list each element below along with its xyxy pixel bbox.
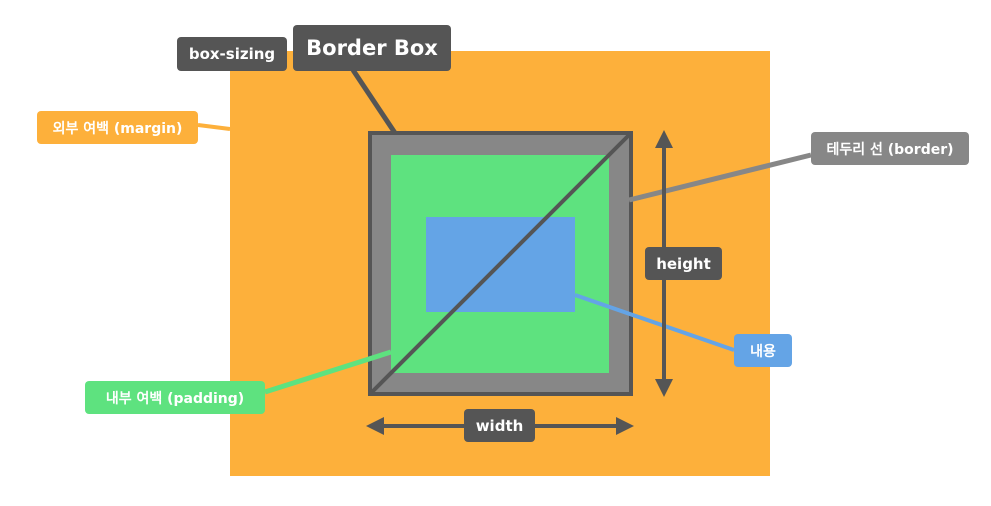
margin-connector [197, 123, 231, 131]
content-label: 내용 [734, 334, 792, 367]
height-arrow-up-icon [655, 130, 673, 148]
border-box-label: Border Box [293, 25, 451, 71]
width-label: width [464, 409, 535, 442]
box-sizing-label: box-sizing [177, 37, 287, 71]
margin-label: 외부 여백 (margin) [37, 111, 198, 144]
border-box-connector [350, 68, 398, 135]
padding-connector [264, 349, 392, 395]
border-label: 테두리 선 (border) [811, 132, 969, 165]
padding-label: 내부 여백 (padding) [85, 381, 265, 414]
width-arrow-left-icon [366, 417, 384, 435]
width-arrow-right-icon [616, 417, 634, 435]
height-label: height [645, 247, 722, 280]
content-connector [574, 293, 735, 352]
border-connector [628, 152, 812, 203]
border-box-diagonal [370, 133, 631, 394]
height-arrow-down-icon [655, 379, 673, 397]
